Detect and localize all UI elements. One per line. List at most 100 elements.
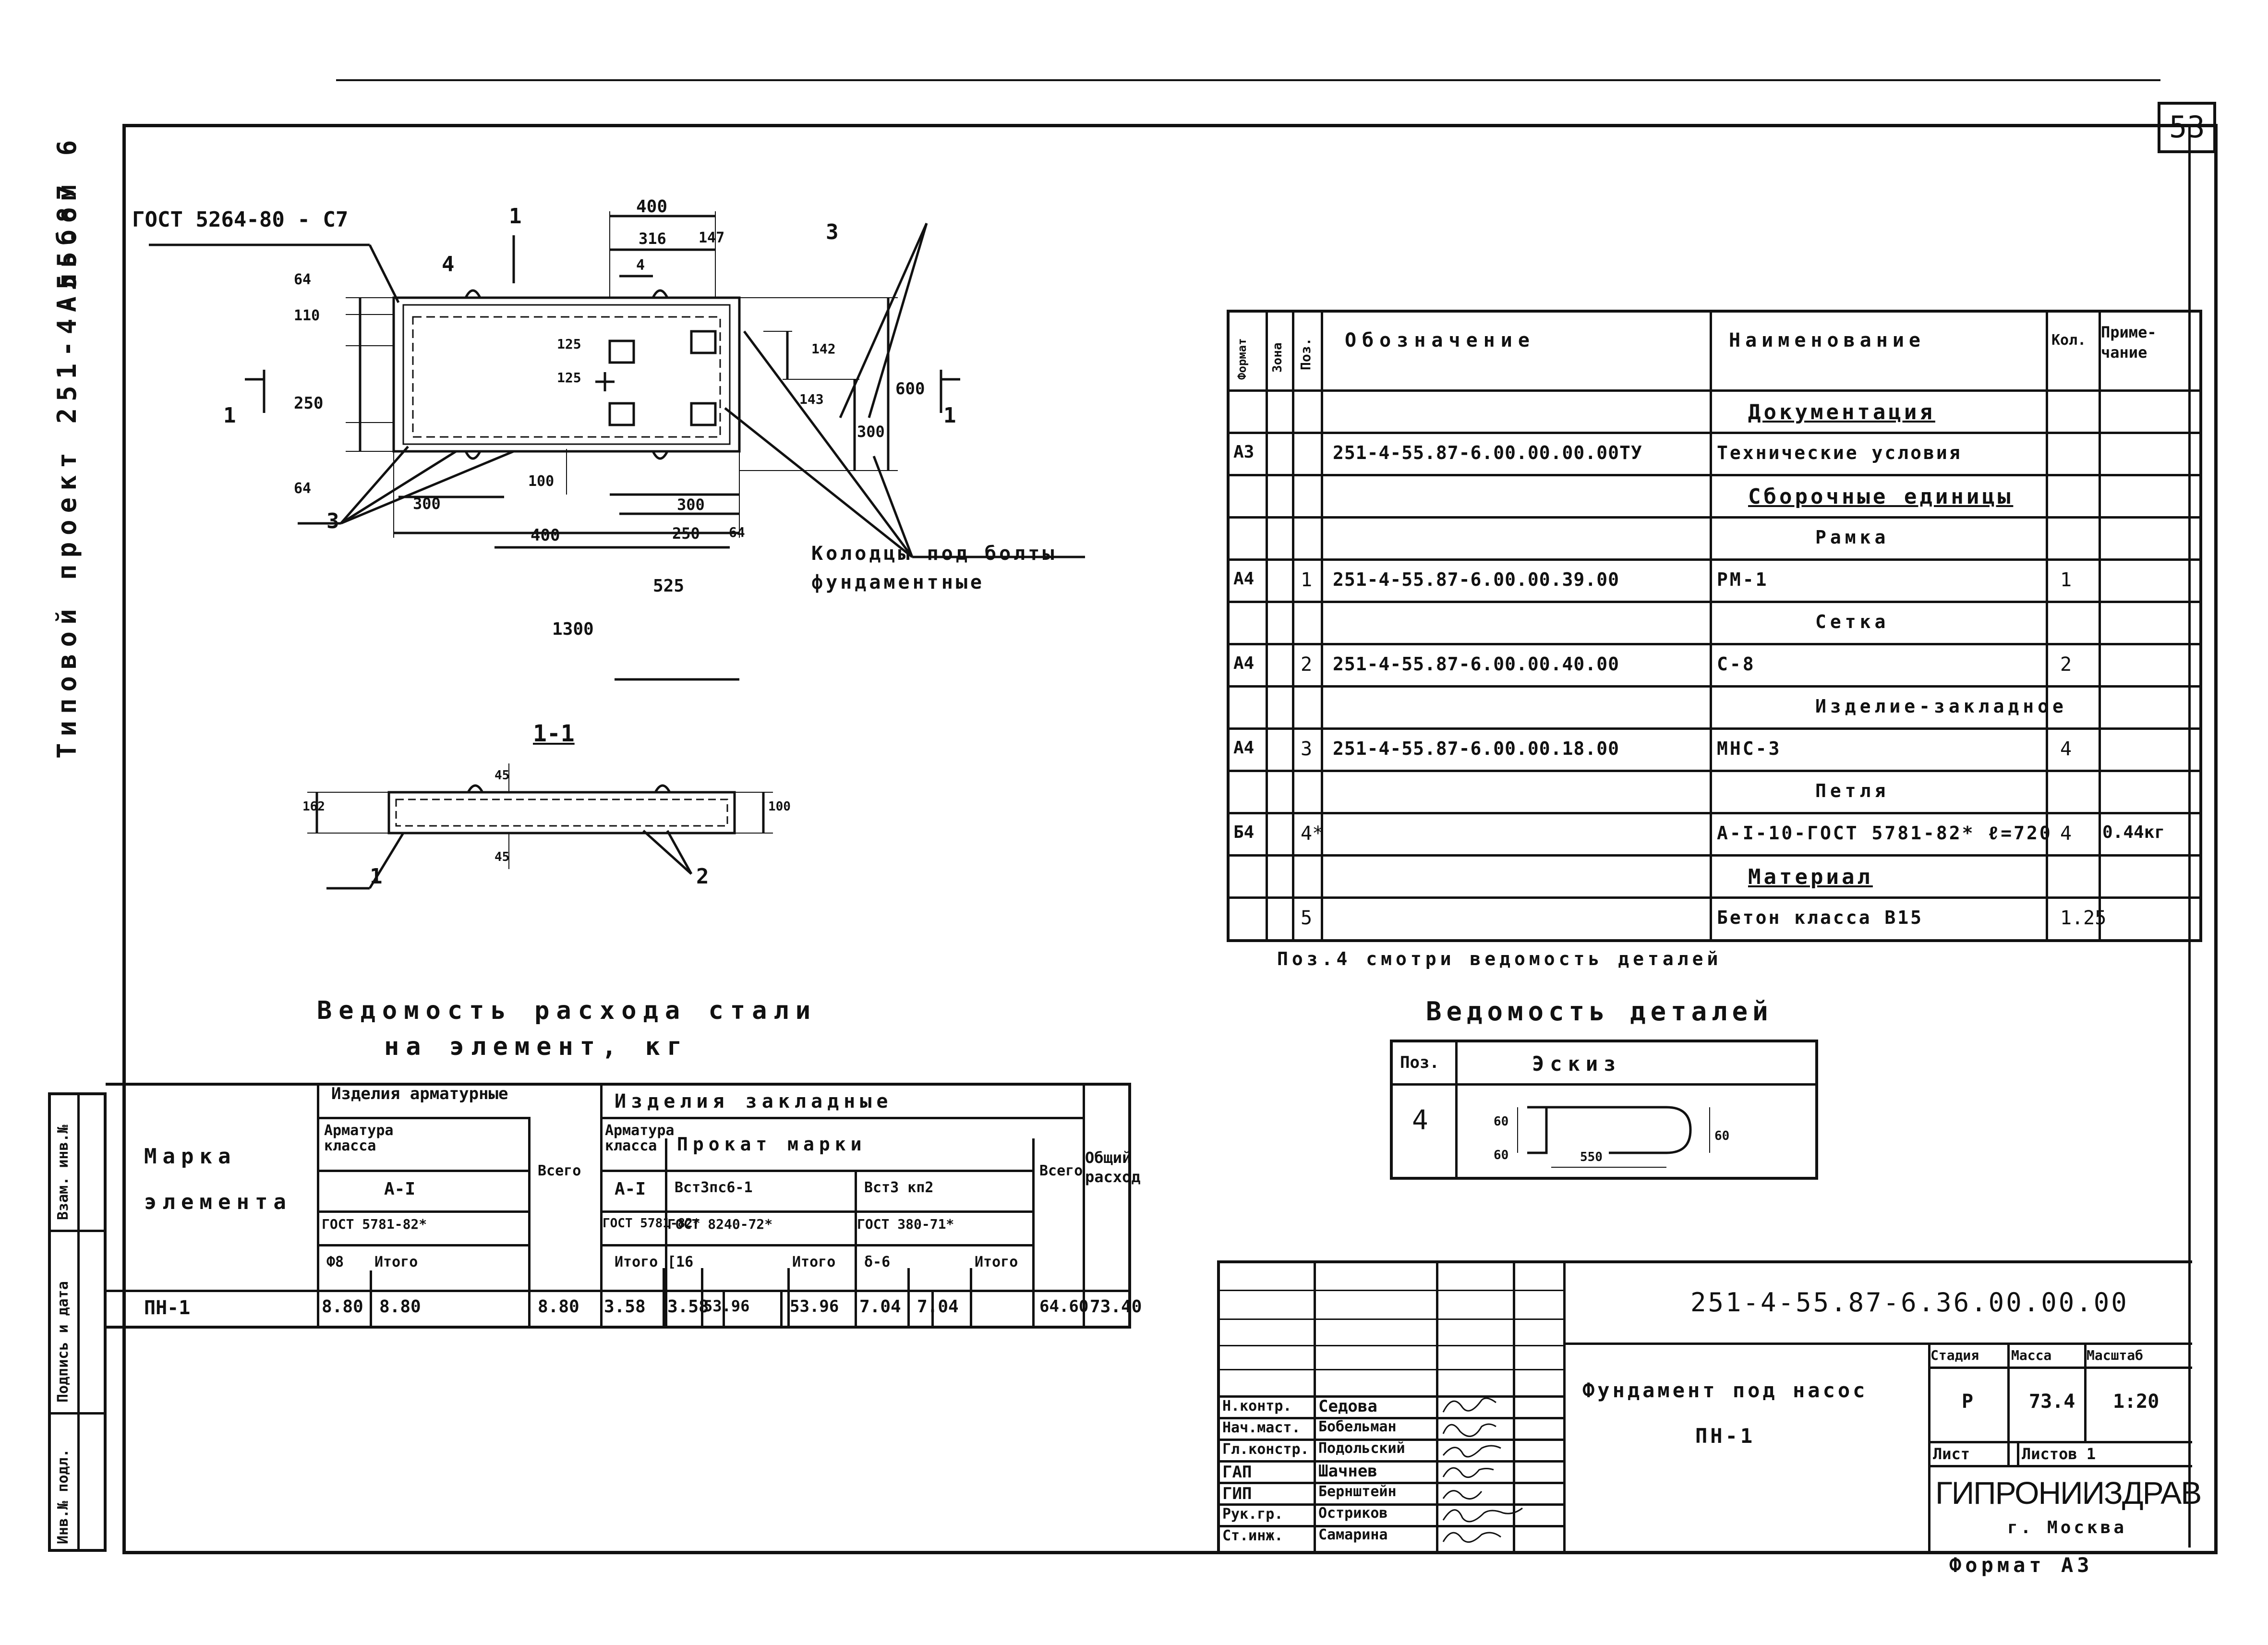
steel-row-d8: 8.80 [322,1297,363,1317]
section-drawing [307,763,773,890]
tb-name-6: Самарина [1318,1526,1388,1543]
steel-h-vsego2: Всего [1039,1162,1083,1179]
spec-cell-name: МНС-3 [1717,738,1782,759]
foundation-plan-drawing [149,211,1085,681]
loop-dim-60-a: 60 [1494,1114,1509,1129]
spec-cell-pos: 2 [1301,653,1313,676]
dim-600: 600 [895,379,925,399]
steel-h-arm-class: Арматура класса [324,1122,394,1154]
signatures [1442,1397,1523,1543]
spec-h-naim: Наименование [1729,329,1925,351]
tb-role-6: Ст.инж. [1222,1527,1283,1544]
spec-cell-name: Петля [1815,780,1890,801]
steel-h-itogo1: Итого [374,1254,418,1270]
section-dim-45-top: 45 [495,768,510,783]
spec-row-line [1230,601,2199,603]
dim-64-left: 64 [294,480,312,497]
spec-cell-qty: 4 [2060,738,2072,760]
dim-110: 110 [294,307,320,324]
dim-1300: 1300 [552,619,594,639]
dim-400-bottom: 400 [531,526,560,545]
spec-row-line [1230,643,2199,645]
spec-cell-format: А4 [1233,653,1255,673]
dim-4: 4 [636,257,645,274]
spec-row-line [1230,516,2199,519]
spec-row-line [1230,389,2199,392]
steel-row-c16: 53.96 [703,1297,750,1315]
stamp-inv-podl: Инв.№ подл. [55,1449,72,1544]
title-block: 251-4-55.87-6.36.00.00.00 Н.контр. Нач.м… [1217,1260,2202,1551]
spec-cell-oboz: 251-4-55.87-6.00.00.40.00 [1333,653,1619,675]
spec-cell-name: Рамка [1815,527,1890,548]
section-marker-1: 1 [370,864,383,889]
spec-cell-name: Материал [1748,865,1873,889]
dim-143: 143 [799,391,824,407]
spec-h-prim: Приме-чание [2101,323,2157,362]
spec-h-kol: Кол. [2051,332,2087,349]
loop-dim-60-c: 60 [1714,1129,1730,1143]
spec-note: Поз.4 смотри ведомость деталей [1277,948,1722,969]
plan-marker-1-top: 1 [509,204,522,229]
steel-title-1: Ведомость расхода стали [317,996,818,1025]
tb-role-0: Н.контр. [1222,1398,1292,1415]
plan-marker-3-right: 3 [826,220,839,244]
steel-h-c16: [16 [667,1254,694,1270]
steel-h-gost2: ГОСТ 5781-82* [603,1216,700,1231]
tb-stage: Р [1962,1391,1974,1413]
spec-cell-note: 0.44кг [2102,822,2165,842]
loop-dim-550: 550 [1580,1150,1603,1164]
stamp-podpis-data: Подпись и дата [55,1281,72,1403]
details-row-pos: 4 [1412,1105,1428,1136]
spec-cell-qty: 2 [2060,653,2072,676]
tb-role-1: Нач.маст. [1222,1419,1301,1436]
spec-cell-qty: 4 [2060,822,2072,845]
loop-sketch [1517,1106,1710,1168]
spec-cell-name: С-8 [1717,653,1756,675]
steel-row-mark: ПН-1 [144,1297,191,1319]
steel-table: Марка элемента Изделия арматурные Армату… [106,1083,1142,1329]
section-dim-100: 100 [768,799,791,814]
details-title: Ведомость деталей [1426,996,1773,1027]
steel-h-itogo3: Итого [792,1254,836,1270]
section-title: 1-1 [533,720,575,747]
dim-125-a: 125 [557,336,581,352]
tb-object-name: Фундамент под насос [1582,1379,1868,1402]
tb-name-0: Седова [1318,1397,1377,1416]
spec-table: Формат Зона Поз. Обозначение Наименовани… [1227,310,2202,942]
steel-row-itogo3: 53.96 [790,1297,839,1316]
spec-cell-pos: 1 [1301,569,1313,591]
steel-h-AI2: А-I [615,1179,646,1199]
steel-h-arm-group: Изделия арматурные [331,1084,508,1103]
plan-marker-3-left: 3 [326,509,339,533]
steel-row-vsego1: 8.80 [538,1297,579,1317]
spec-h-format: Формат [1235,338,1249,380]
sheet-number: 53 [2169,109,2205,145]
steel-h-gost4: ГОСТ 380-71* [857,1216,954,1232]
steel-row-itogo4: 7.04 [917,1297,959,1317]
spec-cell-name: А-I-10-ГОСТ 5781-82* ℓ=720 [1717,822,2052,844]
dim-64-bottom: 64 [729,524,745,540]
plan-gost-label: ГОСТ 5264-80 - С7 [132,207,349,232]
spec-cell-name: РМ-1 [1717,569,1769,590]
dim-147: 147 [699,230,725,246]
steel-h-prokat: Прокат марки [677,1134,867,1155]
callout-bolts: Колодцы под болты [811,543,1057,565]
tb-role-4: ГИП [1222,1484,1252,1503]
dim-142: 142 [811,341,836,357]
details-table: Поз. Эскиз 4 60 60 60 550 [1390,1040,1818,1180]
steel-title-2: на элемент, кг [384,1032,689,1061]
tb-scale: 1:20 [2113,1391,2159,1413]
spec-cell-name: Сетка [1815,611,1890,632]
tb-doc-code: 251-4-55.87-6.36.00.00.00 [1690,1287,2129,1318]
spec-row-line [1230,896,2199,899]
plan-marker-4: 4 [442,252,455,277]
tb-h-mass: Масса [2011,1347,2052,1363]
spec-cell-oboz: 251-4-55.87-6.00.00.00.00ТУ [1333,442,1642,463]
tb-object-mark: ПН-1 [1695,1424,1756,1448]
spec-cell-format: А4 [1233,738,1255,758]
section-dim-162: 162 [302,799,325,814]
steel-h-itogo2: Итого [615,1254,658,1270]
spec-cell-oboz: 251-4-55.87-6.00.00.18.00 [1333,738,1619,759]
spec-cell-name: Бетон класса В15 [1717,907,1924,928]
spec-row-line [1230,854,2199,857]
